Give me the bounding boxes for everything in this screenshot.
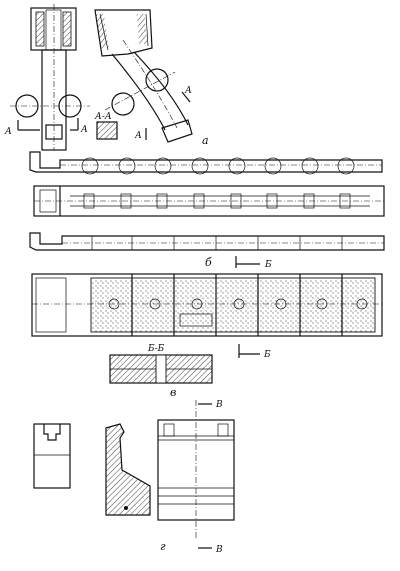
figure-b-rail-side — [29, 232, 385, 251]
figure-g-profile-plan — [157, 400, 235, 540]
section-a-label-top: А — [184, 86, 192, 96]
section-v-label-bottom: В — [215, 545, 223, 555]
figure-b-rail-top — [29, 151, 383, 175]
section-aa-label: А-А — [94, 112, 112, 122]
section-b-label: Б — [264, 260, 272, 270]
figure-g-profile-front — [33, 423, 71, 489]
figure-g-caption: г — [160, 540, 166, 553]
figure-b-caption: б — [205, 256, 212, 269]
section-b-label-2: Б — [263, 350, 271, 360]
section-v-label-top: В — [215, 400, 223, 410]
figure-a-curved-guide — [94, 9, 193, 143]
section-bb-label: Б-Б — [147, 344, 165, 354]
section-aa-view — [96, 121, 118, 140]
section-a-label-mid: А — [134, 131, 142, 141]
figure-a-straight-guide — [10, 4, 90, 151]
figure-g-profile-section — [105, 423, 151, 516]
section-bb-view — [109, 354, 213, 384]
figure-b-rail-plan — [33, 185, 385, 217]
section-a-label-left: А — [4, 127, 12, 137]
figure-v-plate — [31, 273, 383, 337]
section-a-label-right: А — [80, 125, 88, 135]
figure-a-caption: а — [202, 134, 209, 147]
figure-v-caption: в — [170, 386, 176, 399]
